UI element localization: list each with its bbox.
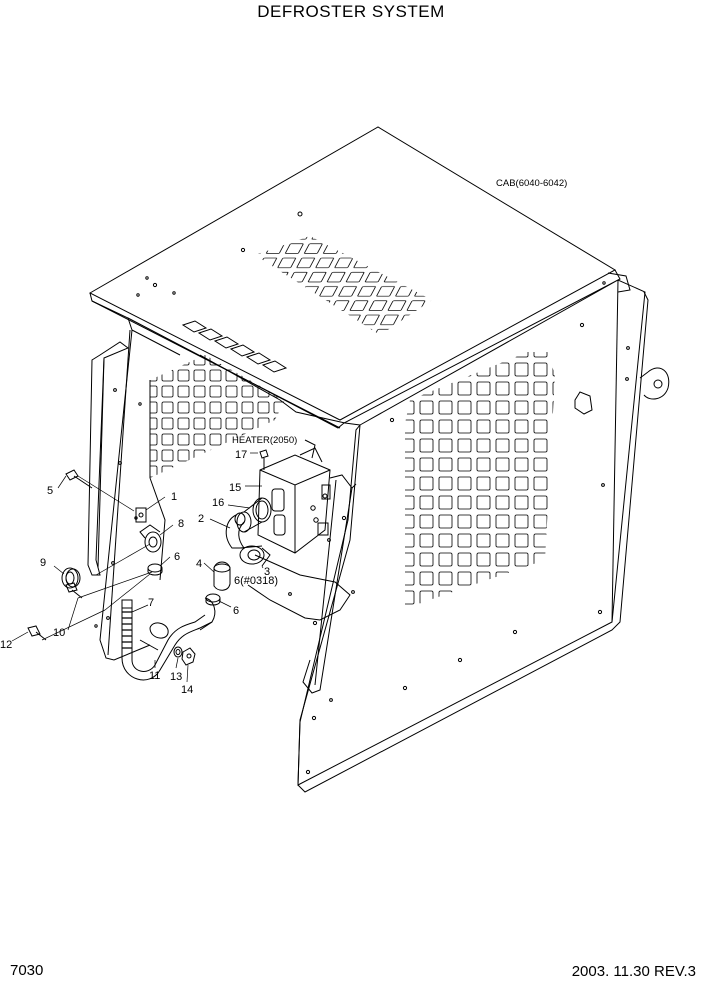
cap-6-upper (147, 563, 163, 576)
screw-17 (259, 449, 269, 470)
callout-9: 9 (40, 557, 46, 569)
leader-lines (11, 452, 264, 683)
callout-16: 16 (212, 497, 224, 509)
page-title: DEFROSTER SYSTEM (257, 2, 445, 21)
bolt-5 (65, 469, 93, 489)
callout-13: 13 (170, 671, 182, 683)
cab-right-side-panel (297, 272, 670, 793)
roof-vent-grid (255, 236, 432, 335)
front-roof-slots (181, 320, 288, 373)
callout-5: 5 (47, 485, 53, 497)
floor-plate (247, 554, 351, 621)
callout-8: 8 (178, 518, 184, 530)
nut-14 (181, 647, 196, 666)
page-number: 7030 (10, 962, 44, 979)
callout-3: 3 (264, 566, 270, 578)
date-revision: 2003. 11.30 REV.3 (571, 963, 696, 980)
bolt-12 (27, 625, 47, 641)
hose-assembly-11 (121, 597, 216, 681)
callout-7: 7 (148, 597, 154, 609)
grommet-9 (61, 567, 81, 589)
callout-4: 4 (196, 558, 202, 570)
washer-13 (173, 646, 183, 658)
rear-inner-vent-grid (150, 355, 285, 478)
duct-16 (236, 497, 272, 533)
clip-1 (135, 507, 147, 523)
cab-left-frame (87, 317, 361, 661)
duct-2 (225, 512, 246, 549)
grommet-8 (139, 524, 162, 553)
callout-10: 10 (53, 627, 65, 639)
cap-6-lower (205, 593, 221, 606)
cab-annotation: CAB(6040-6042) (496, 178, 567, 189)
callout-14: 14 (181, 684, 193, 696)
callout-6-upper: 6 (174, 551, 180, 563)
elbow-4 (213, 561, 231, 591)
callout-6-lower: 6 (233, 605, 239, 617)
duct-3 (239, 545, 271, 567)
callout-1: 1 (171, 491, 177, 503)
side-vent-grid (405, 352, 555, 612)
heater-unit (257, 439, 331, 554)
callout-15: 15 (229, 482, 241, 494)
bolt-10 (65, 582, 83, 599)
callout-2: 2 (198, 513, 204, 525)
callout-12: 12 (0, 639, 12, 651)
callout-17: 17 (235, 449, 247, 461)
heater-annotation: HEATER(2050) (232, 435, 297, 446)
note-6-0318: 6(#0318) (234, 575, 278, 587)
callout-11: 11 (149, 670, 160, 682)
